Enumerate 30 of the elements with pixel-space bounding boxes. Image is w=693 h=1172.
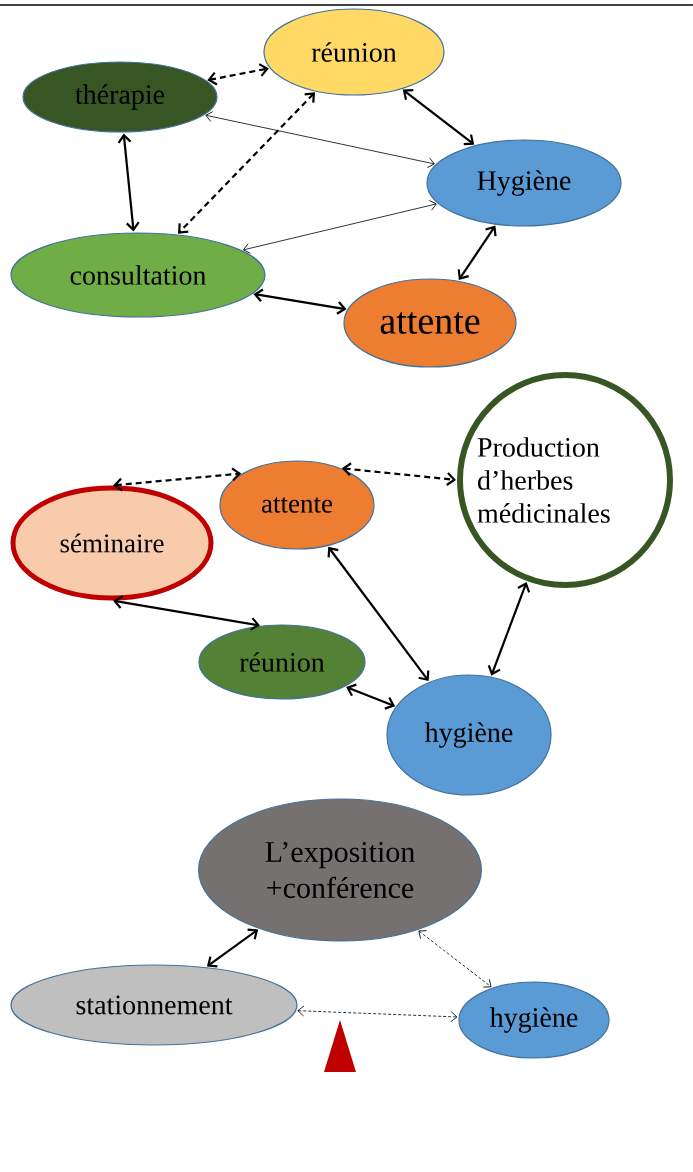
arrow xyxy=(117,133,140,232)
arrow xyxy=(205,111,435,168)
arrow xyxy=(341,462,456,486)
arrow xyxy=(113,467,242,492)
ellipse-node: séminaire xyxy=(10,485,214,601)
arrow xyxy=(297,1005,458,1023)
ellipse-node: hygiène xyxy=(386,674,552,796)
ellipse-node: attente xyxy=(343,278,517,368)
circle-node: Production d’herbes médicinales xyxy=(457,372,673,588)
arrow xyxy=(207,63,269,86)
ellipse-node: attente xyxy=(219,460,375,550)
arrow xyxy=(113,595,260,631)
ellipse-node: L’exposition +conférence xyxy=(198,798,483,942)
arrow xyxy=(418,930,492,988)
arrow xyxy=(206,928,259,968)
arrow xyxy=(402,89,475,146)
arrow xyxy=(253,288,347,315)
ellipse-node: stationnement xyxy=(10,964,298,1046)
ellipse-node: consultation xyxy=(10,232,266,318)
ellipse-node: Hygiène xyxy=(426,139,622,227)
ellipse-node: hygiène xyxy=(458,981,610,1059)
arrow xyxy=(487,582,531,676)
ellipse-node: réunion xyxy=(263,8,445,96)
arrow xyxy=(457,225,497,281)
ellipse-node: réunion xyxy=(198,624,366,700)
arrow xyxy=(177,92,316,234)
arrow xyxy=(243,200,437,254)
arrow xyxy=(327,546,430,682)
ellipse-node: thérapie xyxy=(22,61,218,133)
arrow xyxy=(346,683,396,710)
